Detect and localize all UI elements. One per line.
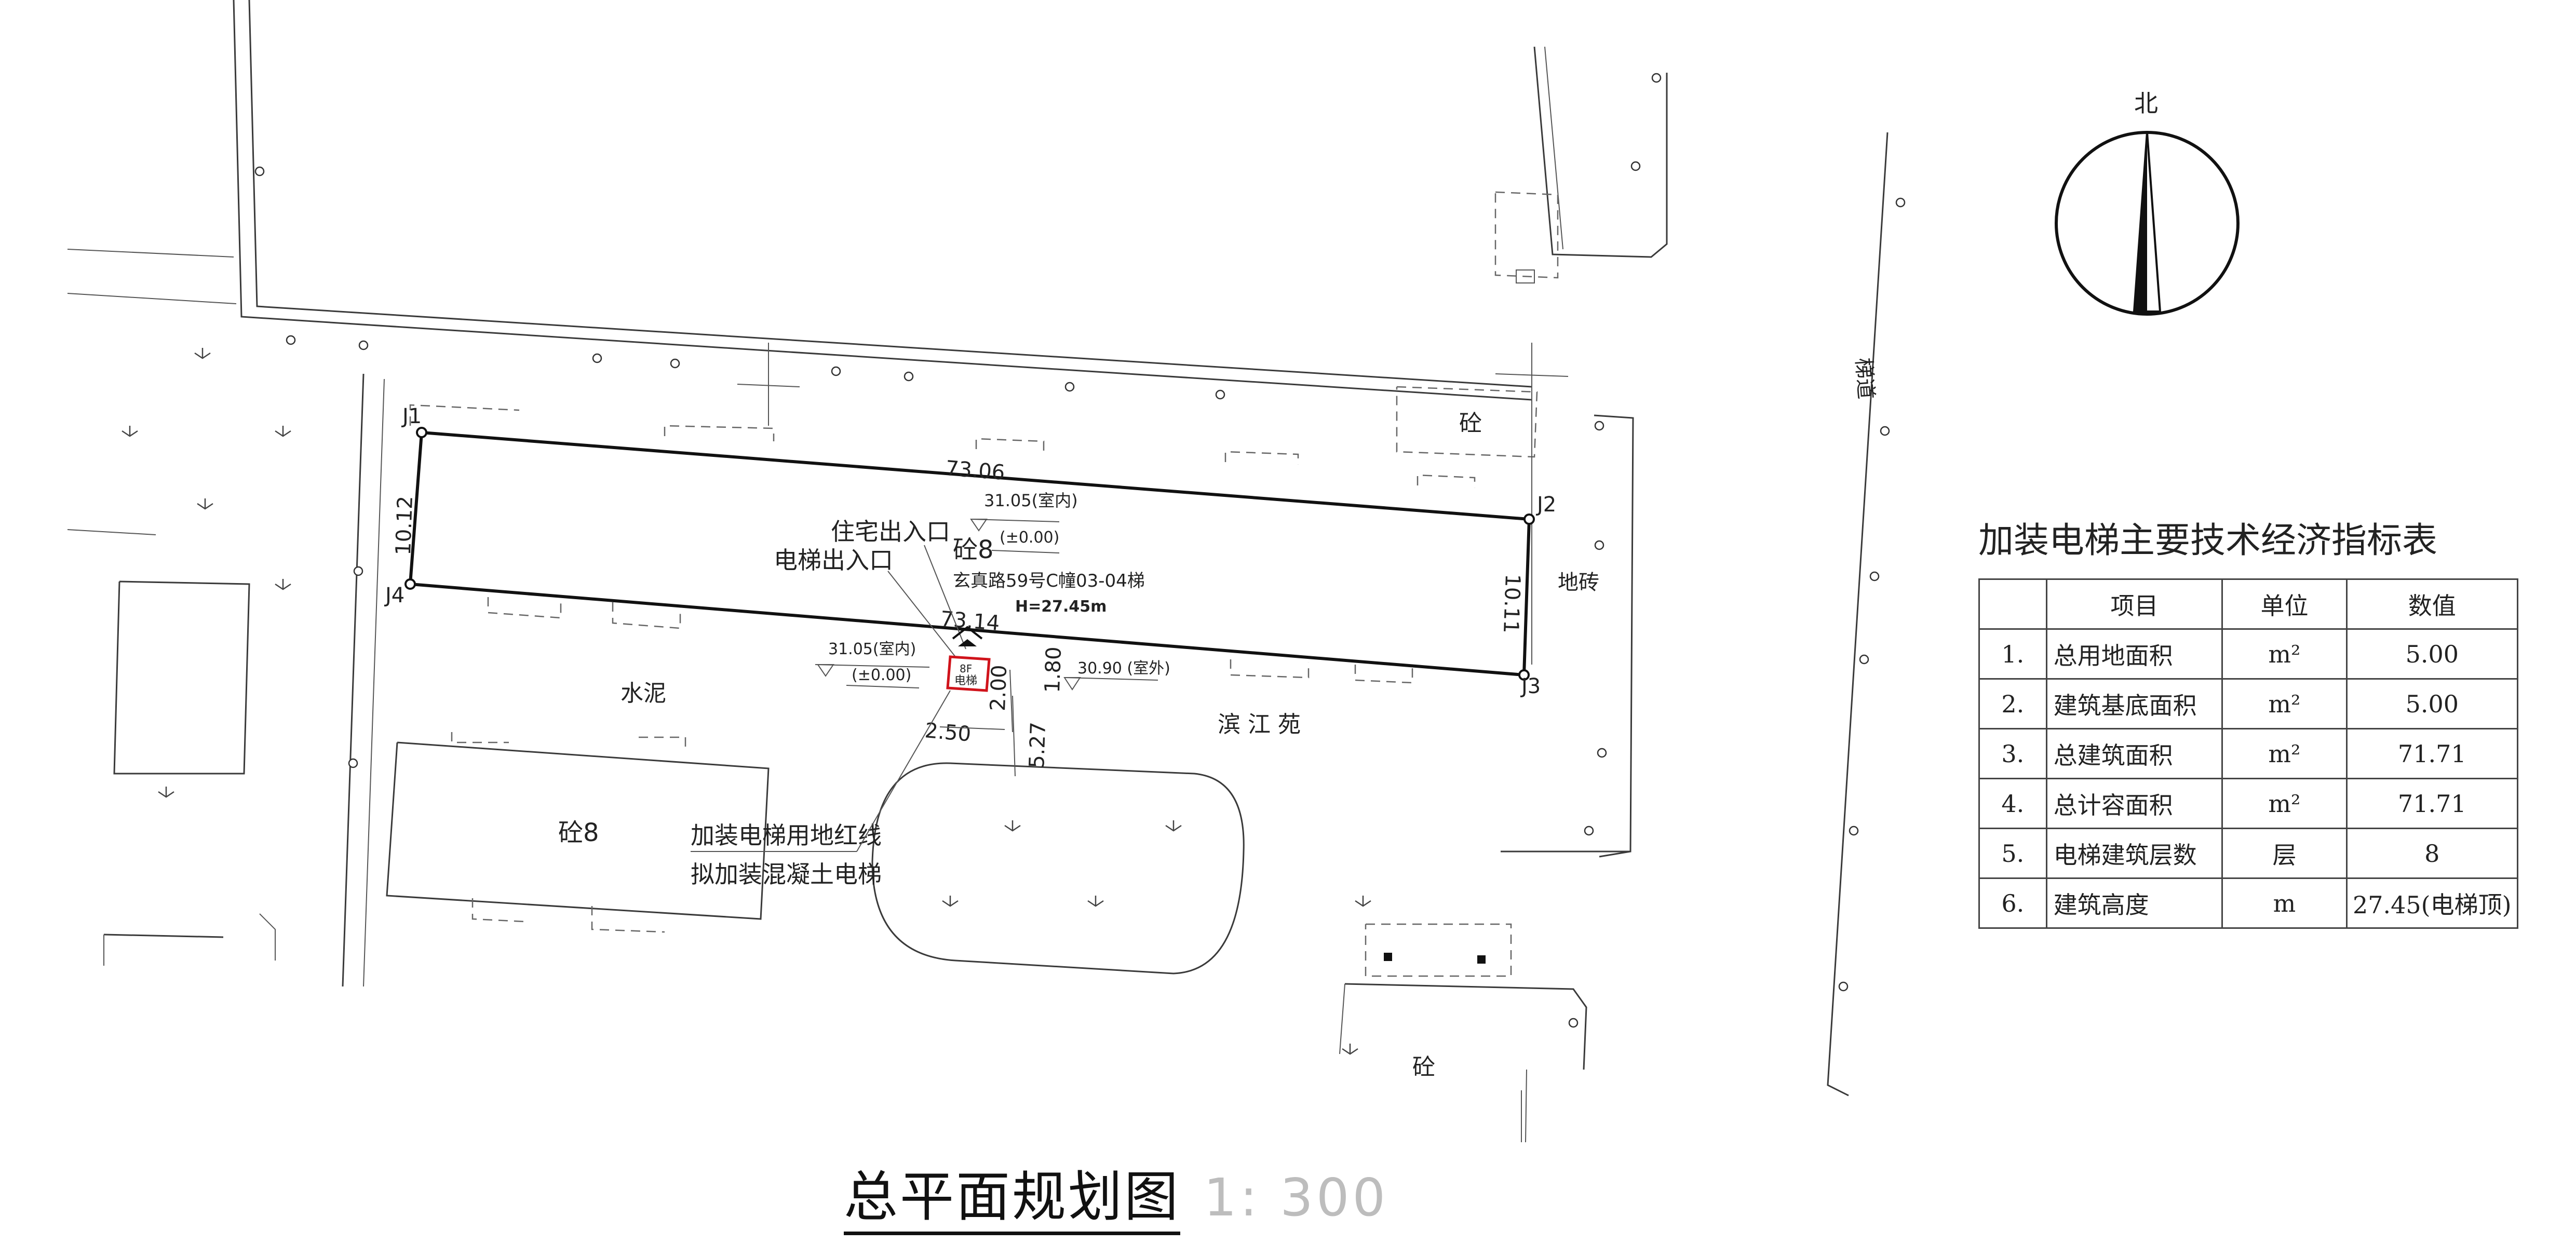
row-item: 总建筑面积 xyxy=(2045,728,2223,779)
point-j4 xyxy=(404,578,416,590)
elev-outdoor: 30.90 (室外) xyxy=(1077,659,1170,678)
elevator-footprint: 8F 电梯 xyxy=(946,655,991,692)
road-lines xyxy=(67,0,1889,1143)
row-item: 总计容面积 xyxy=(2045,778,2223,829)
table-row: 3. 总建筑面积 m² 71.71 xyxy=(1978,728,2519,779)
elevator-name: 电梯 xyxy=(954,674,977,687)
north-label: 北 xyxy=(2134,89,2158,117)
label-j3: J3 xyxy=(1520,674,1541,698)
north-arrow: 北 xyxy=(2055,89,2240,316)
label-community: 滨 江 苑 xyxy=(1218,711,1301,738)
dim-left: 10.12 xyxy=(392,495,417,556)
label-cement: 水泥 xyxy=(621,680,666,707)
drawing-scale: 1: 300 xyxy=(1204,1167,1389,1228)
header-index xyxy=(1978,578,2047,630)
label-brick-floor: 地砖 xyxy=(1558,571,1599,594)
elev-indoor-left-zero: (±0.00) xyxy=(852,666,911,684)
dim-top: 73.06 xyxy=(945,456,1006,485)
elevator-floors: 8F xyxy=(960,662,972,675)
elev-indoor-top: 31.05(室内) xyxy=(984,491,1078,510)
boundary-dimensions: 73.06 73.14 10.12 10.11 xyxy=(392,456,1525,635)
row-unit: 层 xyxy=(2221,828,2348,879)
drawing-title: 总平面规划图 xyxy=(844,1165,1181,1235)
table-row: 5. 电梯建筑层数 层 8 xyxy=(1978,828,2519,879)
header-value: 数值 xyxy=(2345,578,2519,630)
dim-elevator-2: 1.80 xyxy=(1041,646,1066,694)
label-j2: J2 xyxy=(1535,493,1556,517)
point-j2 xyxy=(1523,513,1535,525)
entrance-callouts: 住宅出入口 电梯出入口 xyxy=(774,518,983,657)
note-concrete-elevator: 拟加装混凝土电梯 xyxy=(691,860,882,888)
dim-right: 10.11 xyxy=(1499,574,1525,634)
row-index: 2. xyxy=(1978,678,2047,729)
header-unit: 单位 xyxy=(2221,578,2348,630)
point-j3 xyxy=(1518,669,1530,681)
elevation-marks: 31.05(室内) (±0.00) 31.05(室内) (±0.00) 30.9… xyxy=(815,491,1170,691)
label-lower-building: 砼8 xyxy=(558,818,599,847)
row-unit: m² xyxy=(2221,628,2348,680)
row-item: 总用地面积 xyxy=(2045,628,2223,680)
label-j4: J4 xyxy=(384,584,404,607)
row-index: 6. xyxy=(1978,877,2047,929)
dim-elevator-1: 2.00 xyxy=(986,665,1011,712)
label-concrete-top: 砼 xyxy=(1459,410,1482,437)
label-concrete-bottom: 砼 xyxy=(1412,1054,1435,1080)
row-index: 1. xyxy=(1978,628,2047,680)
elev-indoor-left: 31.05(室内) xyxy=(828,640,916,658)
residential-entrance-label: 住宅出入口 xyxy=(831,518,950,546)
site-dots xyxy=(254,73,1906,1028)
building-address: 玄真路59号C幢03-04梯 xyxy=(953,571,1145,591)
row-unit: m² xyxy=(2221,728,2348,779)
dim-elevator-4: 5.27 xyxy=(1025,722,1050,769)
drawing-title-block: 总平面规划图 1: 300 xyxy=(844,1153,1389,1235)
elev-indoor-top-zero: (±0.00) xyxy=(1000,529,1059,547)
row-unit: m² xyxy=(2221,778,2348,829)
table-row: 1. 总用地面积 m² 5.00 xyxy=(1978,628,2519,680)
row-index: 4. xyxy=(1978,778,2047,829)
elevator-notes: 加装电梯用地红线 拟加装混凝土电梯 xyxy=(691,690,951,888)
table-row: 2. 建筑基底面积 m² 5.00 xyxy=(1978,678,2519,729)
row-value: 71.71 xyxy=(2345,728,2519,779)
row-unit: m² xyxy=(2221,678,2348,729)
table-row: 6. 建筑高度 m 27.45(电梯顶) xyxy=(1978,877,2519,929)
dim-elevator-3: 2.50 xyxy=(924,719,972,747)
building-canopies xyxy=(409,404,1476,684)
row-item: 建筑高度 xyxy=(2045,877,2223,929)
row-unit: m xyxy=(2221,877,2348,929)
row-item: 电梯建筑层数 xyxy=(2045,828,2223,879)
building-height: H=27.45m xyxy=(1015,598,1107,616)
indicator-table-section: 加装电梯主要技术经济指标表 项目 单位 数值 1. 总用地面积 m² 5.00 … xyxy=(1978,511,2529,929)
elevator-entrance-label: 电梯出入口 xyxy=(774,546,893,574)
row-index: 5. xyxy=(1978,828,2047,879)
note-red-line: 加装电梯用地红线 xyxy=(691,821,882,849)
point-j1 xyxy=(416,427,427,438)
row-value: 8 xyxy=(2345,828,2519,879)
table-row: 4. 总计容面积 m² 71.71 xyxy=(1978,778,2519,829)
site-boundary: J1 J2 J3 J4 xyxy=(384,404,1556,698)
row-value: 71.71 xyxy=(2345,778,2519,829)
area-labels: 水泥 砼8 滨 江 苑 砼 砼 地砖 梯道 xyxy=(558,357,1878,1080)
dim-bottom: 73.14 xyxy=(939,607,1001,635)
row-item: 建筑基底面积 xyxy=(2045,678,2223,729)
landscape-symbols xyxy=(122,348,1371,1055)
label-stairs: 梯道 xyxy=(1851,357,1878,400)
row-value: 27.45(电梯顶) xyxy=(2345,877,2519,929)
header-item: 项目 xyxy=(2045,578,2223,630)
elevator-dimensions: 2.00 1.80 2.50 5.27 xyxy=(924,646,1066,777)
row-index: 3. xyxy=(1978,728,2047,779)
indicator-table: 项目 单位 数值 1. 总用地面积 m² 5.00 2. 建筑基底面积 m² 5… xyxy=(1978,578,2519,929)
row-value: 5.00 xyxy=(2345,678,2519,729)
building-label: 砼8 xyxy=(953,535,994,564)
table-header-row: 项目 单位 数值 xyxy=(1978,578,2519,630)
building-labels: 砼8 玄真路59号C幢03-04梯 H=27.45m xyxy=(953,535,1145,616)
label-j1: J1 xyxy=(401,404,422,428)
indicator-table-title: 加装电梯主要技术经济指标表 xyxy=(1978,520,2438,561)
row-value: 5.00 xyxy=(2345,628,2519,680)
